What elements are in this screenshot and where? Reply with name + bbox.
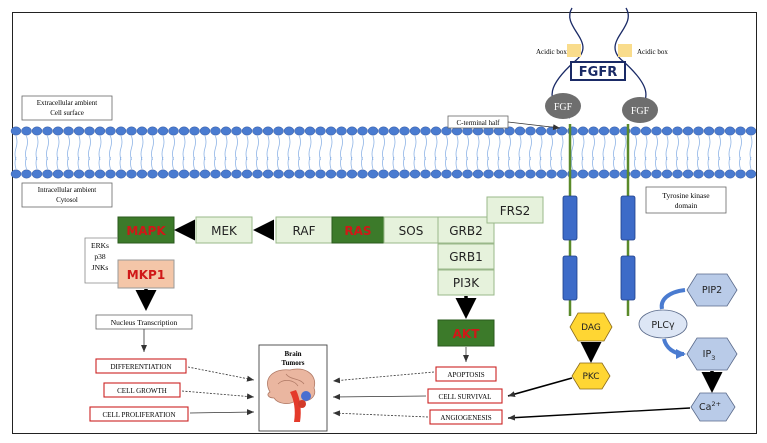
svg-text:DIFFERENTIATION: DIFFERENTIATION: [110, 363, 171, 371]
node-akt: AKT: [437, 319, 495, 347]
pkc-to-survival-arrow: [507, 377, 573, 397]
node-sos: SOS: [383, 216, 439, 244]
svg-text:Cell surface: Cell surface: [50, 109, 84, 117]
fgfr-receptor: Acidic box Acidic box FGFR FGF FGF: [536, 7, 668, 123]
node-plc: PLCγ: [638, 309, 688, 339]
node-grb1: GRB1: [437, 243, 495, 270]
mapk-types-list: ERKs p38 JNKs: [84, 237, 118, 284]
svg-text:JNKs: JNKs: [92, 263, 109, 272]
outcome-cell-growth: CELL GROWTH: [103, 382, 181, 398]
acidic-box-left: [567, 44, 581, 57]
node-dag: DAG: [569, 312, 613, 342]
svg-text:Brain: Brain: [284, 350, 301, 358]
intracellular-label: Intracellular ambient Cytosol: [21, 182, 113, 208]
svg-text:Tyrosine kinase: Tyrosine kinase: [662, 191, 710, 200]
svg-text:domain: domain: [675, 201, 698, 210]
outcome-cell-survival: CELL SURVIVAL: [427, 388, 503, 404]
svg-text:p38: p38: [94, 252, 106, 261]
cell-membrane: [10, 126, 757, 179]
outcome-differentiation: DIFFERENTIATION: [95, 358, 187, 374]
node-pi3k: PI3K: [437, 269, 495, 296]
svg-text:PLCγ: PLCγ: [651, 320, 675, 331]
svg-text:DAG: DAG: [581, 323, 601, 333]
svg-text:Nucleus Transcription: Nucleus Transcription: [111, 318, 178, 327]
kinase-domains: [562, 124, 636, 316]
svg-text:GRB1: GRB1: [449, 250, 483, 264]
fgf-ligand-right: [622, 97, 658, 123]
extracellular-label: Extracellular ambient Cell surface: [21, 95, 113, 121]
c-terminal-label: C-terminal half: [447, 115, 561, 131]
svg-text:CELL GROWTH: CELL GROWTH: [117, 387, 167, 395]
svg-text:RAF: RAF: [293, 224, 316, 238]
svg-text:MEK: MEK: [211, 224, 238, 238]
svg-text:MKP1: MKP1: [127, 268, 165, 282]
fgf-ligand-left: [545, 93, 581, 119]
svg-text:FRS2: FRS2: [500, 204, 531, 218]
acidic-box-right: [618, 44, 632, 57]
svg-text:SOS: SOS: [399, 224, 424, 238]
svg-text:ERKs: ERKs: [91, 241, 109, 250]
node-ca: Ca2+: [690, 392, 736, 422]
svg-text:Ca2+: Ca2+: [699, 400, 721, 413]
svg-text:FGF: FGF: [631, 106, 650, 117]
svg-text:Cytosol: Cytosol: [56, 196, 78, 204]
svg-text:Extracellular ambient: Extracellular ambient: [37, 99, 97, 107]
ca-to-angiogenesis-arrow: [507, 407, 691, 421]
node-frs2: FRS2: [486, 196, 544, 224]
svg-text:GRB2: GRB2: [449, 224, 483, 238]
svg-text:PIP2: PIP2: [702, 285, 722, 296]
svg-text:Intracellular ambient: Intracellular ambient: [38, 186, 97, 194]
node-mapk: MAPK: [117, 216, 175, 244]
svg-text:CELL SURVIVAL: CELL SURVIVAL: [439, 393, 492, 401]
fgfr-label: FGFR: [579, 65, 617, 80]
outcome-cell-proliferation: CELL PROLIFERATION: [89, 406, 189, 422]
node-mek: MEK: [195, 216, 253, 244]
acidic-box-left-label: Acidic box: [536, 48, 567, 56]
diagram-frame: [12, 12, 757, 434]
svg-text:Tumors: Tumors: [281, 359, 304, 367]
svg-text:AKT: AKT: [453, 327, 481, 341]
outcome-apoptosis: APOPTOSIS: [435, 366, 497, 382]
node-mkp1: MKP1: [117, 259, 175, 289]
svg-text:IP3: IP3: [703, 349, 716, 362]
svg-text:RAS: RAS: [344, 224, 371, 238]
svg-text:ANGIOGENESIS: ANGIOGENESIS: [440, 414, 491, 422]
brain-tumors-panel: Brain Tumors: [258, 344, 328, 432]
brain-icon: [267, 368, 316, 422]
outcome-angiogenesis: ANGIOGENESIS: [429, 409, 503, 425]
svg-text:PI3K: PI3K: [453, 276, 480, 290]
pip2-to-plc-arc: [659, 288, 686, 310]
node-pip2: PIP2: [686, 273, 738, 307]
svg-text:FGF: FGF: [554, 102, 573, 113]
arrows-to-brain: [181, 347, 469, 418]
node-ip3: IP3: [686, 337, 738, 371]
svg-text:APOPTOSIS: APOPTOSIS: [447, 371, 484, 379]
svg-text:CELL PROLIFERATION: CELL PROLIFERATION: [102, 411, 175, 419]
svg-text:C-terminal half: C-terminal half: [457, 119, 501, 127]
node-ras: RAS: [331, 216, 385, 244]
node-raf: RAF: [275, 216, 333, 244]
plc-to-ip3-arc: [662, 338, 686, 359]
acidic-box-right-label: Acidic box: [637, 48, 668, 56]
svg-text:PKC: PKC: [582, 372, 599, 382]
node-pkc: PKC: [571, 362, 611, 390]
nucleus-transcription: Nucleus Transcription: [95, 314, 193, 352]
cascade-arrows: [135, 219, 477, 319]
node-grb2: GRB2: [437, 216, 495, 244]
fgfr-box: [570, 61, 626, 81]
svg-text:MAPK: MAPK: [126, 224, 166, 238]
kinase-domain-label: Tyrosine kinase domain: [645, 186, 727, 214]
